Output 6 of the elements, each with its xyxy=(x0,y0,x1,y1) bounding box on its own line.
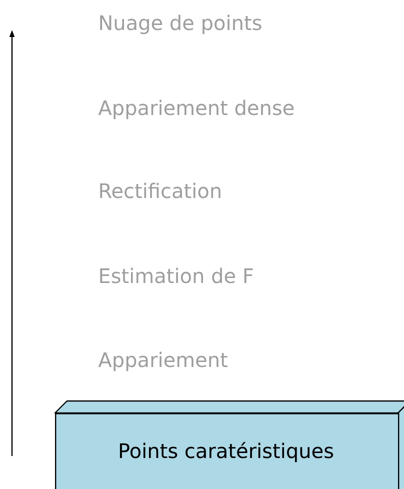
step-label: Estimation de F xyxy=(100,268,253,284)
block-box: Points caratéristiques xyxy=(54,400,404,489)
step-label: Appariement xyxy=(98,352,228,372)
step-label: Nuage de points xyxy=(100,14,262,34)
step-label: Rectification xyxy=(100,182,220,198)
step-label: Appariement dense xyxy=(98,100,294,120)
